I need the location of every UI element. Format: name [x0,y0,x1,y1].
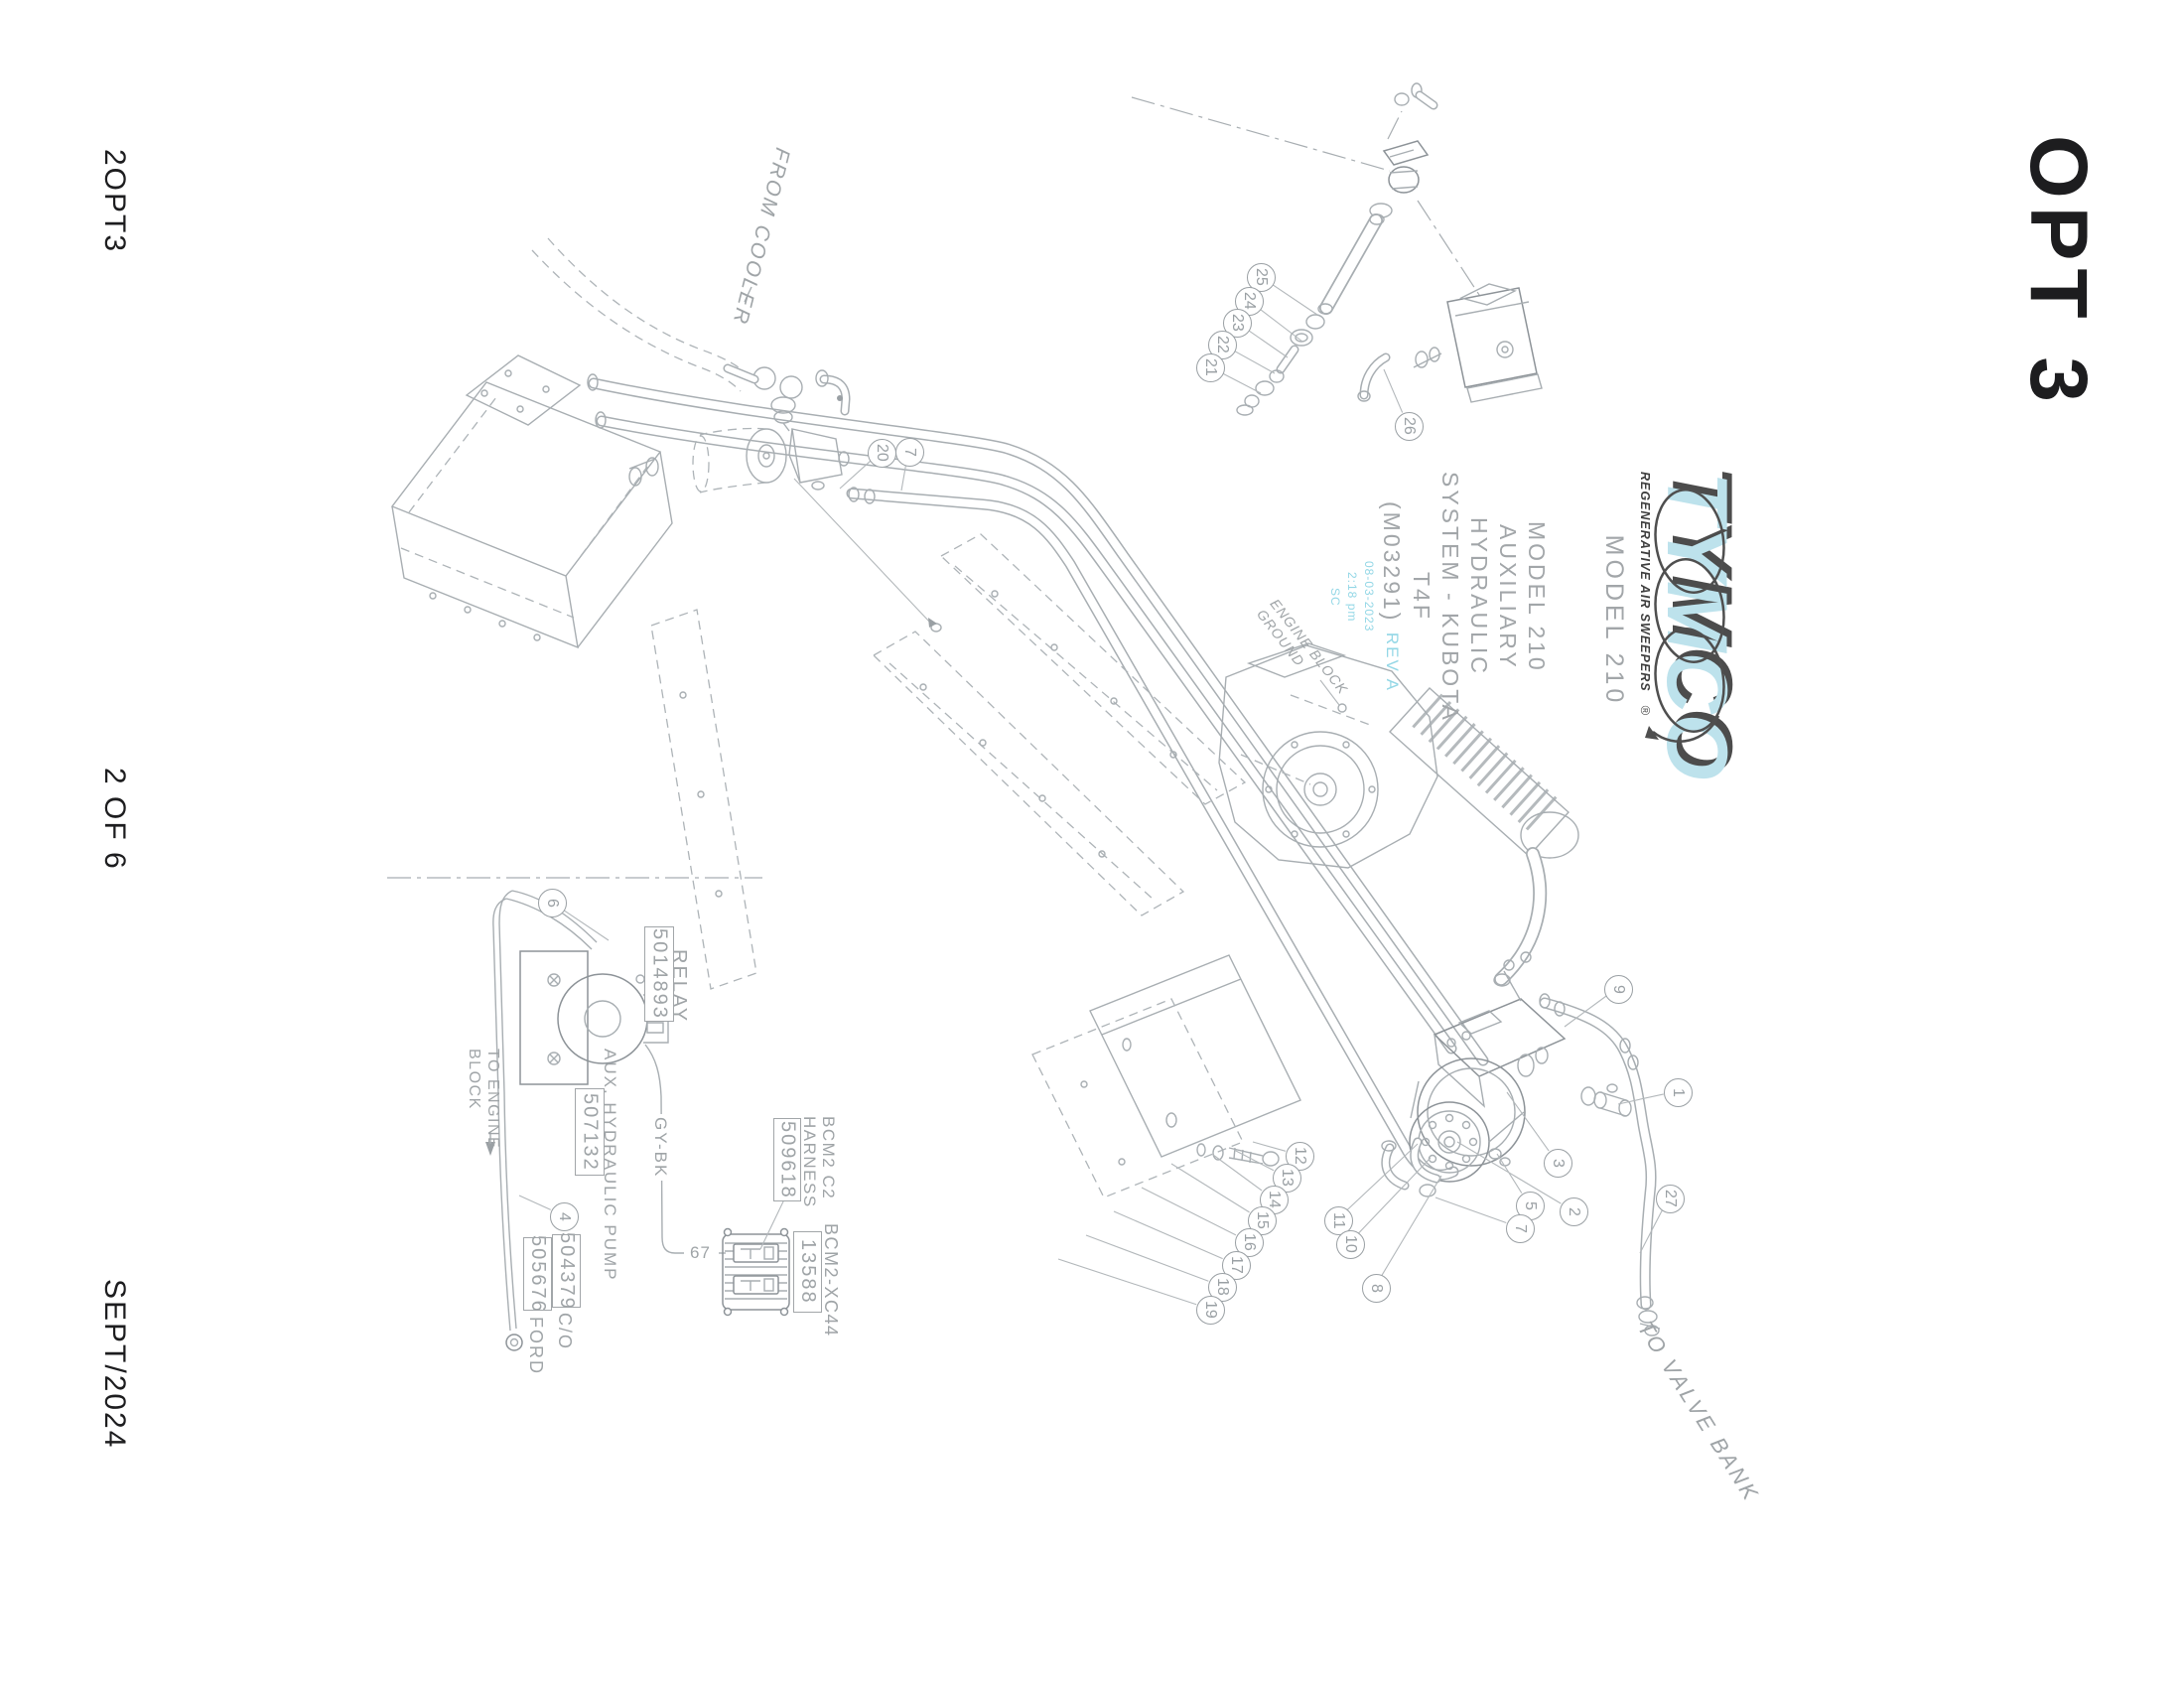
wire-number-label: ​67 [687,1243,714,1263]
title-line-3: SYSTEM - KUBOTA T4F [1409,471,1463,723]
to-engine-block-label: TO ENGINE BLOCK [465,1049,502,1149]
relay-part-box: 5014893 [644,926,674,1022]
cable2-part-number: 505676 [527,1234,549,1314]
harness-label-line1: BCM2 C2 [819,1116,838,1200]
aux-pump-label: AUX. HYDRAULIC PUMP [601,1049,619,1282]
cable-suffix-label: C/O [555,1313,575,1351]
to-engine-line2: BLOCK [466,1049,482,1110]
relay-part-number: 5014893 [648,928,671,1020]
sheet-indicator: 2 OF 6 [98,768,131,871]
title-block: MODEL 210 AUXILIARY HYDRAULIC SYSTEM - K… [1326,443,1551,751]
aux-pump-part-number: 507132 [579,1092,602,1172]
doc-code: 2OPT3 [98,149,131,254]
cable2-part-box: 505676 [523,1234,552,1314]
brand-logo: TYMCO [1649,472,1744,780]
harness-part-number: 509618 [776,1120,799,1199]
to-engine-line1: TO ENGINE [484,1049,501,1150]
wire-color-label: GY-BK [650,1114,670,1182]
module-part-number: 13588 [797,1239,819,1305]
harness-label: BCM2 C2 HARNESS [800,1116,838,1208]
brand-logo-block: TYMCO REGENERATIVE AIR SWEEPERS ® MODEL … [1534,472,1744,780]
wire-number: 67 [690,1243,711,1262]
cable-part-number: 504379 [556,1231,578,1311]
harness-label-line2: HARNESS [800,1116,819,1208]
plot-date: 08-03-2023 [1362,561,1376,633]
cable2-suffix-label: FORD [526,1317,546,1375]
harness-part-box: 509618 [773,1118,801,1201]
cable-part-box: 504379 [552,1231,581,1311]
plot-time: 2:18 pm [1345,571,1359,623]
issue-date: SEPT/2024 [98,1279,131,1450]
revision-label: REV A [1383,632,1402,692]
module-part-box: 13588 [793,1231,822,1313]
module-label: BCM2-XC44 [821,1223,841,1337]
title-line-1: MODEL 210 [1524,520,1550,673]
title-line-2: AUXILIARY HYDRAULIC [1466,517,1521,676]
title-line-4: (M03291) REV A [1377,443,1407,751]
aux-pump-part-box: 507132 [575,1088,605,1176]
drawing-number: (M03291) [1379,501,1405,624]
option-title: OPT 3 [2013,135,2104,410]
plot-initials: SC [1328,587,1342,607]
logo-model-label: MODEL 210 [1600,534,1628,707]
